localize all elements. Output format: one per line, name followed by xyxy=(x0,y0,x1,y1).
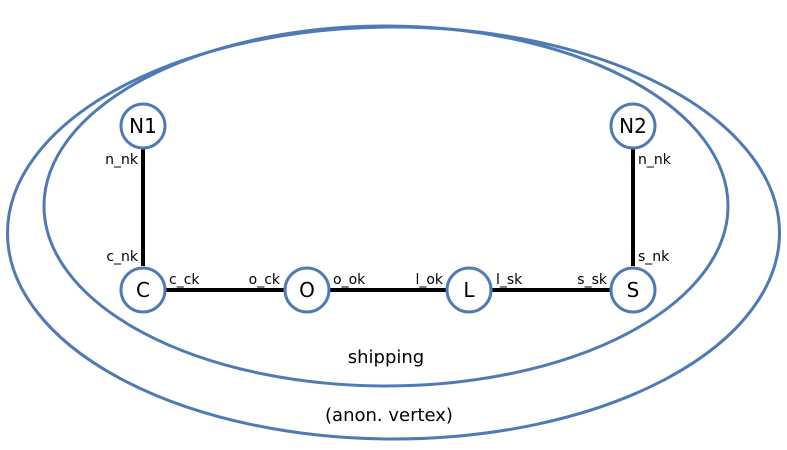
outer-group-ring xyxy=(6,25,781,441)
node-l-label: L xyxy=(463,278,475,302)
node-s-label: S xyxy=(627,278,640,302)
node-n1-circle xyxy=(119,102,167,150)
edge-n2-s-to-label: s_nk xyxy=(638,249,670,265)
node-l-circle xyxy=(445,266,493,314)
node-n1-label: N1 xyxy=(129,114,157,138)
node-s-circle xyxy=(609,266,657,314)
node-n2-label: N2 xyxy=(619,114,647,138)
node-n2: N2 xyxy=(609,102,657,150)
edge-o-l-to-label: l_ok xyxy=(415,272,443,288)
node-c-label: C xyxy=(136,278,150,302)
edge-l-s-to-label: s_sk xyxy=(577,272,608,288)
node-c-circle xyxy=(119,266,167,314)
edge-l-s-from-label: l_sk xyxy=(496,272,523,288)
outer-group-label: (anon. vertex) xyxy=(325,405,453,426)
edge-n2-s-from-label: n_nk xyxy=(638,152,672,168)
edge-c-o-from-label: c_ck xyxy=(169,272,200,288)
node-n1: N1 xyxy=(119,102,167,150)
edge-n1-c-from-label: n_nk xyxy=(105,152,139,168)
node-n2-circle xyxy=(609,102,657,150)
node-o-circle xyxy=(283,266,331,314)
edge-o-l-from-label: o_ok xyxy=(333,272,366,288)
node-l: L xyxy=(445,266,493,314)
node-c: C xyxy=(119,266,167,314)
node-o: O xyxy=(283,266,331,314)
inner-group-label: shipping xyxy=(348,347,424,368)
inner-group-ring xyxy=(42,24,730,388)
node-s: S xyxy=(609,266,657,314)
edge-c-o-to-label: o_ck xyxy=(249,272,281,288)
node-o-label: O xyxy=(299,278,315,302)
edge-n1-c-to-label: c_nk xyxy=(106,249,139,265)
